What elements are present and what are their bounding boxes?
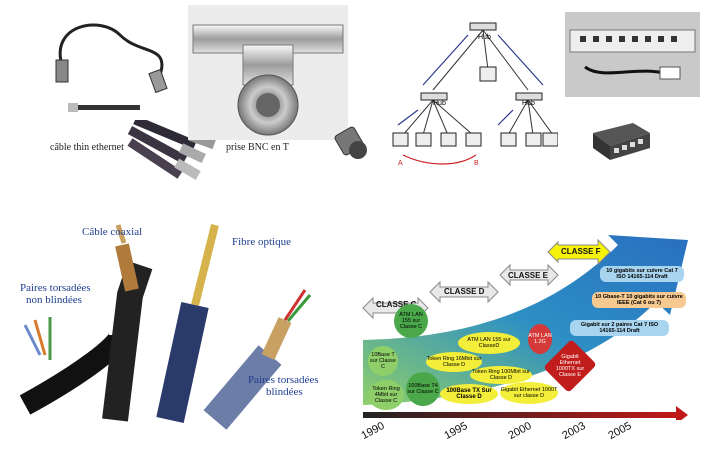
classe-c-label: CLASSE C [376,300,417,309]
fiber-caption: Fibre optique [232,236,291,248]
year-1995: 1995 [442,419,470,442]
bubble-100base-t4: 100Base T4 sur Classe C [406,372,440,406]
thin-cable-caption: câble thin ethernet [50,142,124,153]
node-a-label: A [398,160,403,167]
bubble-atm155-d: ATM LAN 155 sur ClasseD [458,332,520,354]
patch-panel-photo [565,12,700,97]
bubble-atm155-c: ATM LAN 155 sur Classe C [394,304,428,338]
classe-e-label: CLASSE E [508,271,549,280]
year-2003: 2003 [560,419,588,442]
bubble-10base-t: 10Base T sur Classe C [368,346,398,376]
box-10g-cat7: 10 gigabits sur cuivre Cat 7 ISO 14165-1… [600,266,684,282]
stp-caption-line2: blindées [266,386,303,398]
network-topology-diagram [388,15,559,170]
classe-f-label: CLASSE F [561,247,601,256]
utp-caption-line1: Paires torsadées [20,282,91,294]
node-b-label: B [474,160,479,167]
bubble-tr16: Token Ring 16Mbit sur Classe D [426,352,482,372]
bubble-tr4: Token Ring 4Mbit sur Classe C [368,380,404,410]
hub-left-label: Hub [433,100,446,107]
box-10gbase-t: 10 Gbase-T 10 gigabits sur cuivre IEEE (… [592,292,686,308]
coax-caption: Câble coaxial [82,226,143,238]
hub-top-label: Hub [478,34,491,41]
classe-d-label: CLASSE D [444,287,485,296]
bnc-t-connector-photo [188,5,348,140]
year-1990: 1990 [359,419,387,442]
switch-photo [588,118,653,163]
box-gig-2-pairs: Gigabit sur 2 paires Cat 7 ISO 14165-114… [570,320,669,336]
bubble-gig1000t: Gigabit Ethernet 1000T sur classe D [500,382,558,404]
bnc-terminator-photo [330,120,375,165]
bubble-tr100: Token Ring 100Mbit sur Classe D [470,366,532,384]
hub-right-label: Hub [522,100,535,107]
thin-ethernet-cable-photo [40,5,185,117]
bubble-100base-tx: 100Base TX Sur Classe D [440,384,498,404]
stp-caption-line1: Paires torsadées [248,374,319,386]
year-2005: 2005 [606,419,634,442]
year-2000: 2000 [506,419,534,442]
thick-cables-photo [125,115,220,195]
bnc-t-caption: prise BNC en T [226,142,289,153]
utp-caption-line2: non blindées [26,294,82,306]
cables-photo [19,205,350,435]
bubble-atm12g: ATM LAN 1.2G [528,324,552,354]
